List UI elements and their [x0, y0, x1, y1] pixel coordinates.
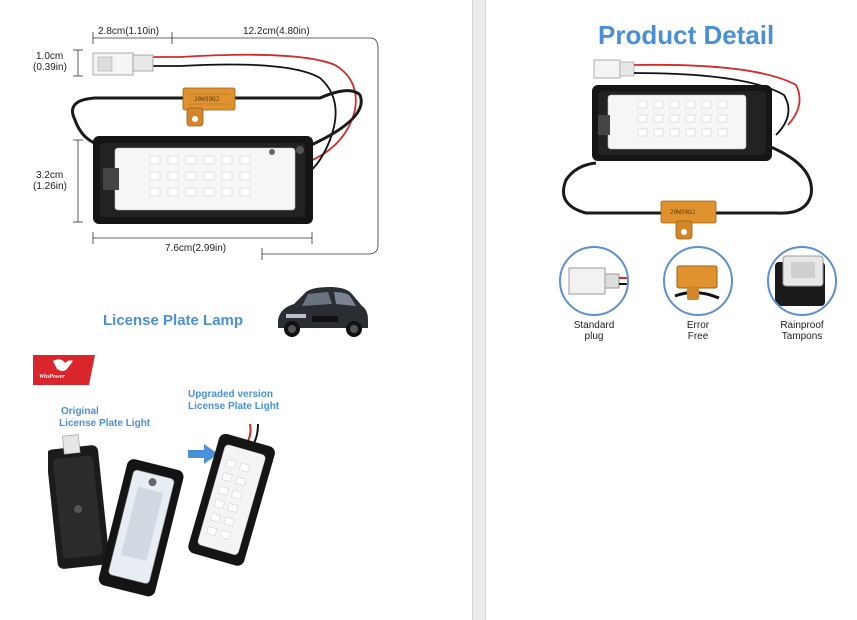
product-diagram: 20W39ΩJ [562, 59, 813, 240]
page-gutter [472, 0, 486, 620]
dim-plug-width: 2.8cm(1.10in) [98, 26, 160, 37]
feature-standard-plug [559, 246, 629, 316]
dim-lamp-height-in: (1.26in) [33, 181, 67, 192]
original-lamp-image [48, 434, 184, 597]
resistor-left-label: 20W39ΩJ [194, 96, 219, 103]
original-label-line1: Original [61, 406, 99, 417]
left-page: 2.8cm(1.10in) 12.2cm(4.80in) 1.0cm (0.39… [33, 26, 379, 597]
gasket-icon [775, 255, 825, 306]
right-page: Product Detail 20W39ΩJ [486, 0, 857, 620]
dim-lamp-height-cm: 3.2cm [36, 170, 64, 181]
product-detail-title: Product Detail [598, 20, 775, 50]
upgraded-label-line2: License Plate Light [188, 401, 280, 412]
brand-logo: WinPower [33, 355, 95, 385]
feature-label-standard-plug: Standard plug [573, 320, 615, 342]
feature-error-free [663, 246, 733, 316]
feature-rainproof [767, 246, 837, 316]
feature-label-error-free: Error Free [686, 320, 710, 342]
feature-label-rainproof: Rainproof Tampons [780, 320, 824, 342]
dim-lamp-width: 7.6cm(2.99in) [165, 243, 227, 254]
plug-left [92, 52, 154, 76]
section-title-license-plate: License Plate Lamp [103, 312, 244, 329]
plug-icon [568, 267, 627, 295]
dim-cable-length: 12.2cm(4.80in) [243, 26, 310, 37]
resistor-left: 20W39ΩJ [182, 87, 236, 127]
car-image [278, 287, 368, 337]
dimension-diagram: 20W39ΩJ [71, 32, 379, 260]
resistor-right: 20W39ΩJ [660, 200, 717, 240]
dim-plug-height-cm: 1.0cm [36, 51, 64, 62]
upgraded-label-line1: Upgraded version [188, 389, 274, 400]
resistor-right-label: 20W39ΩJ [670, 209, 695, 216]
lamp-housing-left [93, 136, 313, 224]
led-array-left [149, 155, 251, 197]
resistor-icon [674, 265, 720, 300]
brand-logo-text: WinPower [39, 374, 65, 380]
arrow-right-icon [188, 444, 218, 464]
upgraded-lamp-image [188, 423, 275, 566]
original-label-line2: License Plate Light [59, 418, 151, 429]
dim-plug-height-in: (0.39in) [33, 62, 67, 73]
